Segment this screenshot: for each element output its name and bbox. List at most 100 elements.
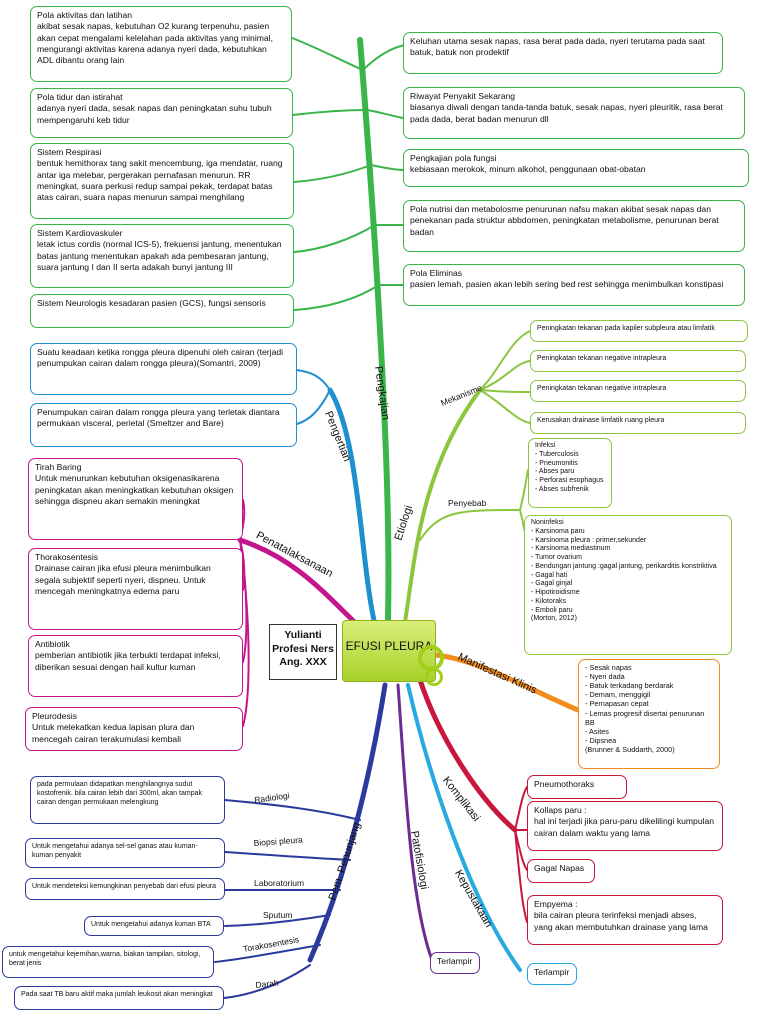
list-item: - Hipotiroidisme: [531, 589, 580, 596]
pengkajian-box-respirasi[interactable]: Sistem Respirasi bentuk hemithorax tang …: [30, 143, 294, 219]
penunjang-box-torakosentesis[interactable]: untuk mengetahui kejernihan,warna, biaka…: [2, 946, 214, 978]
box-text: Terlampir: [534, 967, 570, 977]
box-text: Peningkatan tekanan negative intrapleura: [537, 355, 667, 362]
mekanisme-box-2[interactable]: Peningkatan tekanan negative intrapleura: [530, 350, 746, 372]
box-text: Untuk mengetahui adanya kuman BTA: [91, 921, 211, 928]
mekanisme-box-3[interactable]: Peningkatan tekanan negative intrapleura: [530, 380, 746, 402]
list-item: - Gagal hati: [531, 571, 568, 579]
list-item: - Lemas progresif disertai penurunan BB: [585, 708, 705, 727]
mekanisme-box-1[interactable]: Peningkatan tekanan pada kapiler subpleu…: [530, 320, 748, 342]
box-title: Empyema :: [534, 899, 578, 909]
penatalaksanaan-box-pleurodesis[interactable]: Pleurodesis Untuk melekatkan kedua lapis…: [25, 707, 243, 751]
box-title: Pleurodesis: [32, 711, 77, 721]
box-text: Suatu keadaan ketika rongga pleura dipen…: [37, 347, 284, 369]
manifestasi-box[interactable]: - Sesak napas- Nyeri dada- Batuk terkada…: [578, 659, 720, 769]
box-text: Peningkatan tekanan negative intrapleura: [537, 385, 667, 392]
box-title: Antibiotik: [35, 639, 70, 649]
decoration-ring-large: [418, 645, 444, 671]
pengkajian-box-pola-fungsi[interactable]: Pengkajian pola fungsi kebiasaan merokok…: [403, 149, 749, 187]
box-title: Riwayat Penyakit Sekarang: [410, 91, 516, 101]
penunjang-box-sputum[interactable]: Untuk mengetahui adanya kuman BTA: [84, 916, 224, 936]
box-source: (Morton, 2012): [531, 615, 577, 623]
list-item: - Tuberculosis: [535, 450, 579, 458]
komplikasi-box-pneumothoraks[interactable]: Pneumothoraks: [527, 775, 627, 799]
box-text: Pola nutrisi dan metabolosme penurunan n…: [410, 204, 719, 237]
box-text: Kerusakan drainase limfatik ruang pleura: [537, 417, 665, 424]
list-item: - Demam, menggigil: [585, 690, 651, 700]
box-text: Peningkatan tekanan pada kapiler subpleu…: [537, 325, 715, 332]
penunjang-label-laboratorium[interactable]: Laboratorium: [254, 878, 305, 888]
list-item: - Kilotoraks: [531, 597, 567, 605]
penyebab-box-noninfeksi[interactable]: Noninfeksi - Karsinoma paru- Karsinoma p…: [524, 515, 732, 655]
box-text: hal ini terjadi jika paru-paru dikelilin…: [534, 816, 715, 838]
author-name: Yulianti: [284, 629, 322, 641]
list-item: - Karsinoma mediastinum: [531, 545, 611, 553]
penatalaksanaan-box-thorakosentesis[interactable]: Thorakosentesis Drainase cairan jika efu…: [28, 548, 243, 630]
komplikasi-box-gagal-napas[interactable]: Gagal Napas: [527, 859, 595, 883]
penunjang-box-darah[interactable]: Pada saat TB baru aktif maka jumlah leuk…: [14, 986, 224, 1010]
pengkajian-box-neurologis[interactable]: Sistem Neurologis kesadaran pasien (GCS)…: [30, 294, 294, 328]
list-item: - Perforasi esophagus: [535, 477, 604, 484]
box-text: biasanya diwali dengan tanda-tanda batuk…: [410, 102, 723, 124]
penyebab-box-infeksi[interactable]: Infeksi - Tuberculosis- Pneumonitis- Abs…: [528, 438, 612, 508]
mekanisme-box-4[interactable]: Kerusakan drainase limfatik ruang pleura: [530, 412, 746, 434]
penunjang-box-radiologi[interactable]: pada permulaan didapatkan menghilangnya …: [30, 776, 225, 824]
box-text: Untuk melekatkan kedua lapisan plura dan…: [32, 722, 195, 744]
box-title: Pengkajian pola fungsi: [410, 153, 497, 163]
box-source: (Brunner & Suddarth, 2000): [585, 744, 675, 754]
pengkajian-box-kardiovaskuler[interactable]: Sistem Kardiovaskuler letak ictus cordis…: [30, 224, 294, 288]
pengkajian-box-aktivitas[interactable]: Pola aktivitas dan latihan akibat sesak …: [30, 6, 292, 82]
box-title: Noninfeksi: [531, 519, 564, 526]
central-topic-label: EFUSI PLEURA: [345, 639, 433, 653]
box-text: Penumpukan cairan dalam rongga pleura ya…: [37, 407, 280, 429]
decoration-ring-small: [425, 668, 443, 686]
manifestasi-list: - Sesak napas- Nyeri dada- Batuk terkada…: [585, 663, 713, 745]
box-text: Untuk menurunkan kebutuhan oksigenasikar…: [35, 473, 234, 507]
penunjang-label-sputum[interactable]: Sputum: [263, 910, 293, 920]
penatalaksanaan-box-antibiotik[interactable]: Antibiotik pemberian antibiotik jika ter…: [28, 635, 243, 697]
list-item: - Tumor ovarium: [531, 554, 582, 561]
noninfeksi-list: - Karsinoma paru- Karsinoma pleura : pri…: [531, 528, 725, 616]
list-item: - Dipsnea: [585, 735, 617, 745]
patofisiologi-box[interactable]: Terlampir: [430, 952, 480, 974]
box-text: Drainase cairan jika efusi pleura menimb…: [35, 563, 211, 597]
author-program: Profesi Ners: [272, 642, 334, 655]
box-text: bentuk hemithorax tang sakit mencembung,…: [37, 158, 283, 203]
penunjang-box-biopsi[interactable]: Untuk mengetahui adanya sel-sel ganas at…: [25, 838, 225, 868]
box-title: Pola Eliminas: [410, 268, 463, 278]
box-text: Untuk mengetahui adanya sel-sel ganas at…: [32, 843, 198, 860]
box-title: Infeksi: [535, 442, 556, 449]
list-item: - Bendungan jantung :gagal jantung, peri…: [531, 562, 717, 570]
box-text: akibat sesak napas, kebutuhan O2 kurang …: [37, 21, 273, 66]
box-text: pasien lemah, pasien akan lebih sering b…: [410, 279, 724, 290]
kepustakaan-box[interactable]: Terlampir: [527, 963, 577, 985]
pengkajian-box-riwayat[interactable]: Riwayat Penyakit Sekarang biasanya diwal…: [403, 87, 745, 139]
list-item: - Pneumonitis: [535, 459, 578, 467]
pengkajian-box-nutrisi[interactable]: Pola nutrisi dan metabolosme penurunan n…: [403, 200, 745, 252]
box-title: Gagal Napas: [534, 863, 585, 873]
box-text: Terlampir: [437, 956, 473, 966]
pengertian-box-2[interactable]: Penumpukan cairan dalam rongga pleura ya…: [30, 403, 297, 447]
pengertian-box-1[interactable]: Suatu keadaan ketika rongga pleura dipen…: [30, 343, 297, 395]
box-text: untuk mengetahui kejernihan,warna, biaka…: [9, 951, 201, 968]
box-text: Untuk mendeteksi kemungkinan penyebab da…: [32, 883, 217, 890]
box-title: Pola aktivitas dan latihan: [37, 10, 133, 20]
penatalaksanaan-box-tirah-baring[interactable]: Tirah Baring Untuk menurunkan kebutuhan …: [28, 458, 243, 540]
list-item: - Abses subfrenik: [535, 485, 589, 493]
list-item: - Karsinoma paru: [531, 527, 585, 535]
infeksi-list: - Tuberculosis- Pneumonitis- Abses paru-…: [535, 451, 605, 495]
pengkajian-box-tidur[interactable]: Pola tidur dan istirahat adanya nyeri da…: [30, 88, 293, 138]
komplikasi-box-empyema[interactable]: Empyema : bila cairan pleura terinfeksi …: [527, 895, 723, 945]
pengkajian-box-eliminasi[interactable]: Pola Eliminas pasien lemah, pasien akan …: [403, 264, 745, 306]
box-title: Pneumothoraks: [534, 779, 595, 789]
list-item: - Nyeri dada: [585, 672, 625, 682]
branch-label-penyebab[interactable]: Penyebab: [448, 498, 487, 508]
penunjang-box-laboratorium[interactable]: Untuk mendeteksi kemungkinan penyebab da…: [25, 878, 225, 900]
box-text: adanya nyeri dada, sesak napas dan penin…: [37, 103, 272, 125]
list-item: - Batuk terkadang berdarak: [585, 681, 674, 691]
list-item: - Pernapasan cepat: [585, 699, 649, 709]
box-text: Keluhan utama sesak napas, rasa berat pa…: [410, 36, 705, 58]
komplikasi-box-kollaps-paru[interactable]: Kollaps paru : hal ini terjadi jika paru…: [527, 801, 723, 851]
pengkajian-box-keluhan[interactable]: Keluhan utama sesak napas, rasa berat pa…: [403, 32, 723, 74]
